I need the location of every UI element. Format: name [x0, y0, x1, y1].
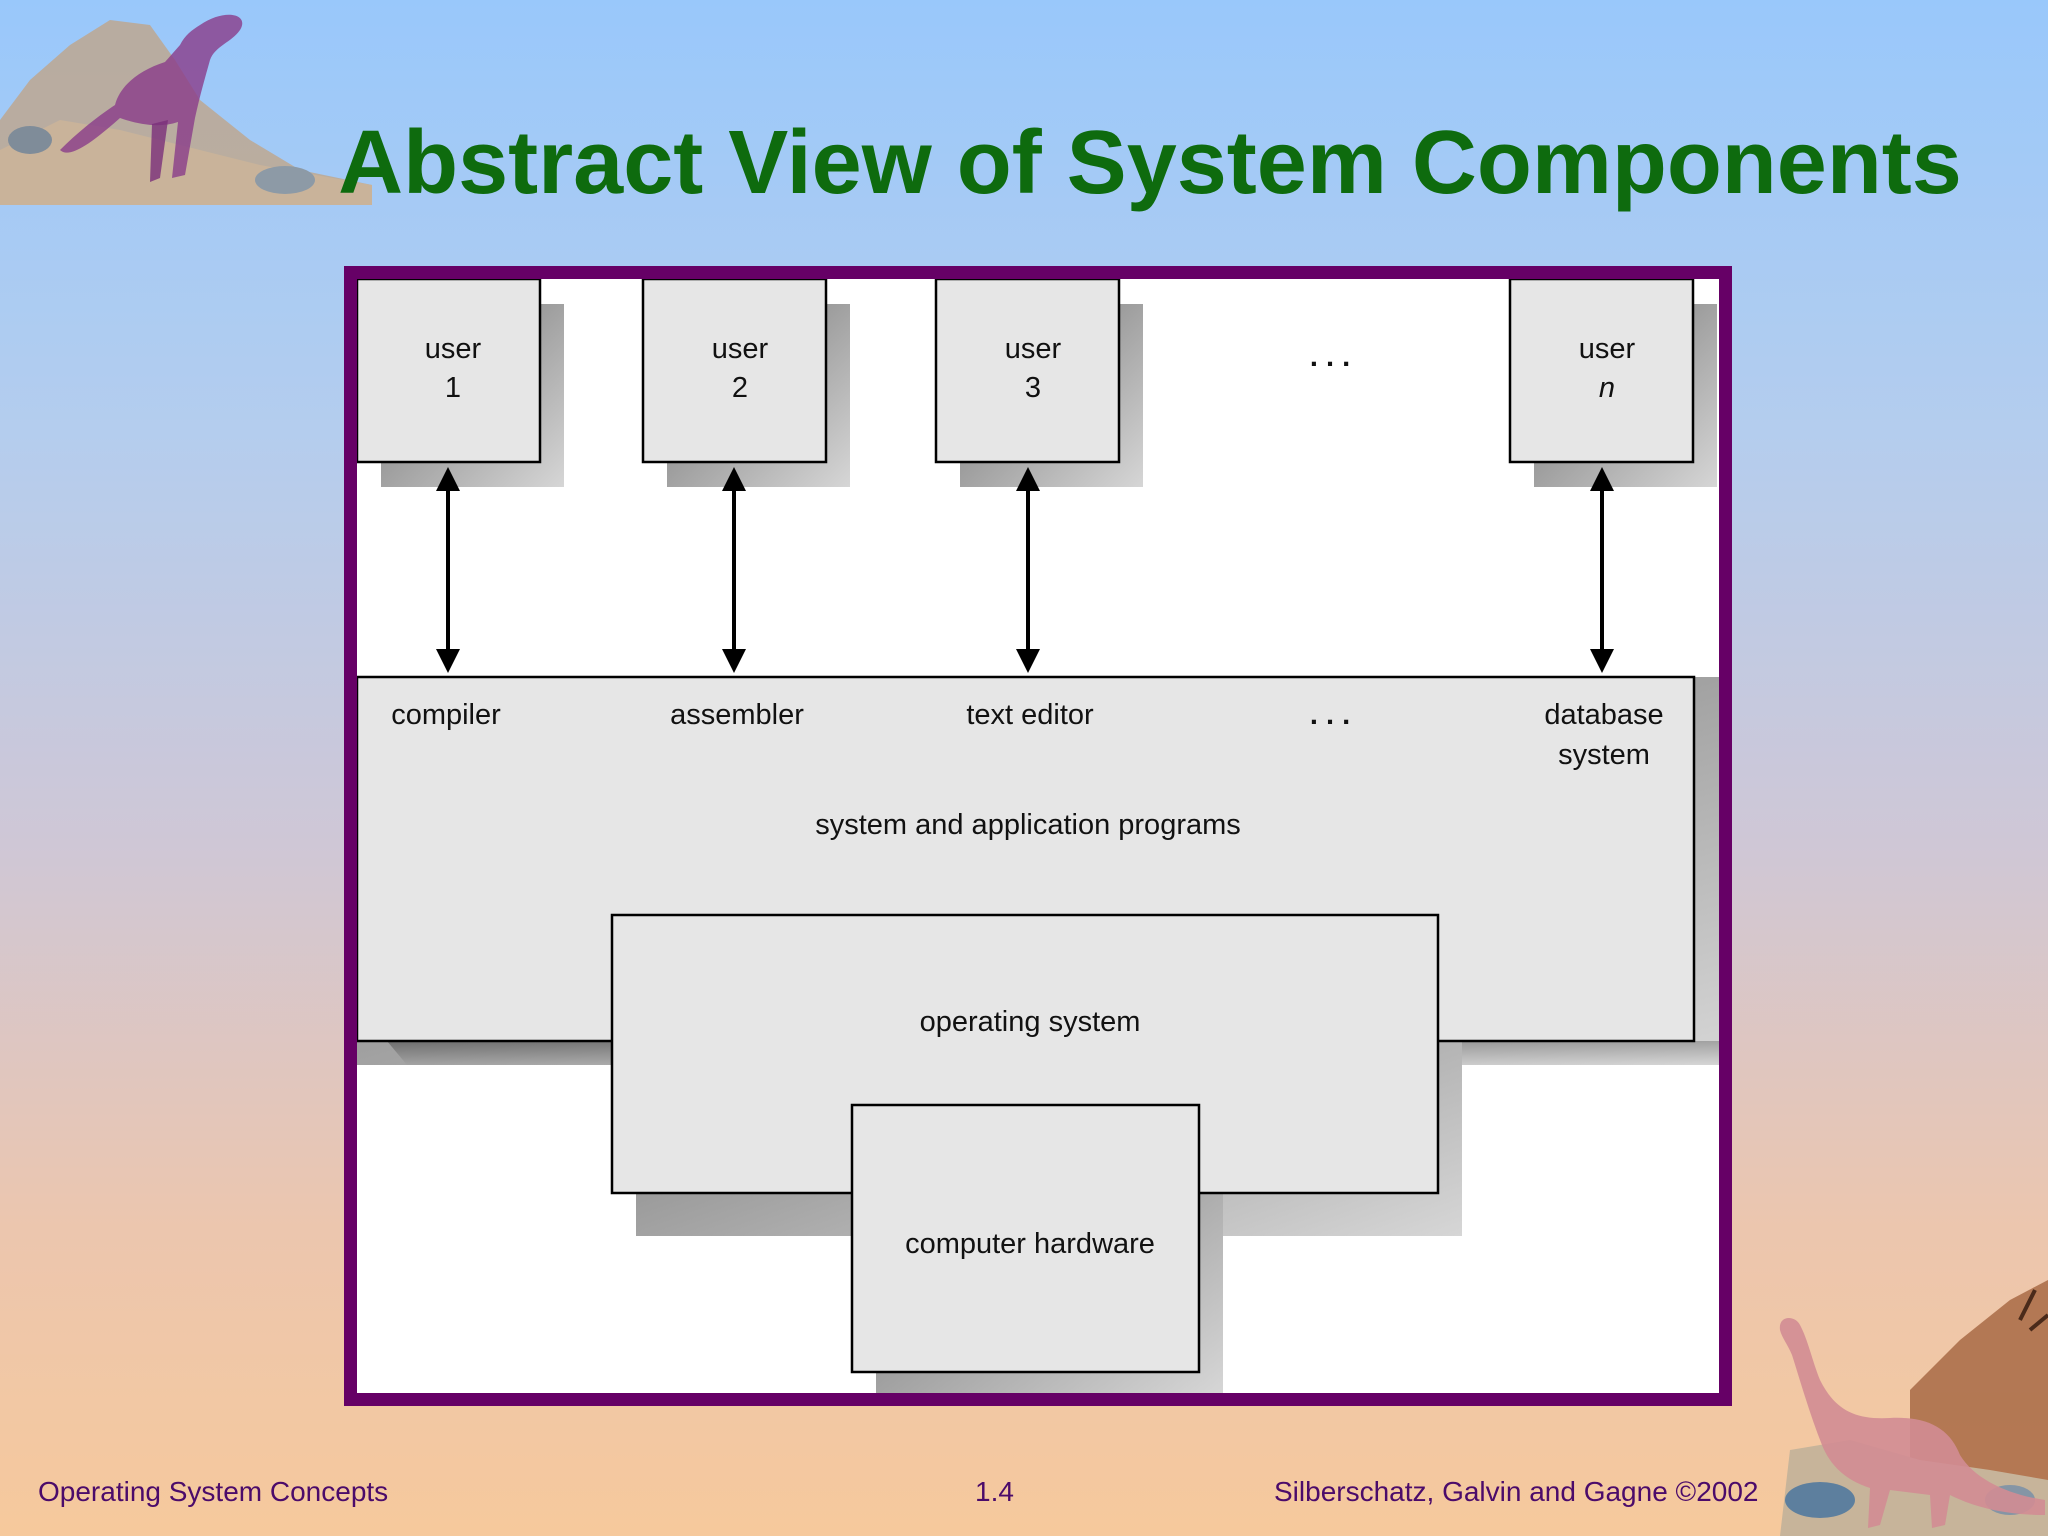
brontosaurus-illustration	[1779, 1280, 2048, 1536]
user-n-number: n	[1599, 372, 1615, 404]
user-arrows	[436, 467, 1614, 673]
footer-copyright: Silberschatz, Galvin and Gagne ©2002	[1274, 1476, 1759, 1507]
programs-layer-label: system and application programs	[815, 809, 1241, 841]
hardware-label: computer hardware	[905, 1228, 1155, 1260]
footer-course-title: Operating System Concepts	[38, 1476, 389, 1507]
user-box	[641, 279, 828, 464]
user-3-label: user	[1005, 333, 1062, 365]
system-components-diagram: user 1 user 2 user 3 user n . . . compil…	[357, 279, 1719, 1393]
hardware-layer	[850, 1103, 1201, 1374]
user-n-label: user	[1579, 333, 1636, 365]
user-box	[934, 279, 1121, 464]
trex-illustration	[0, 14, 372, 205]
user-1-number: 1	[445, 372, 461, 404]
user-3-number: 3	[1025, 372, 1041, 404]
programs-ellipsis: . . .	[1310, 699, 1350, 731]
user-box	[1508, 279, 1695, 464]
slide-title: Abstract View of System Components	[338, 113, 1962, 214]
footer-slide-number: 1.4	[975, 1476, 1014, 1507]
user-box	[357, 279, 542, 464]
user-2-label: user	[712, 333, 769, 365]
program-assembler: assembler	[670, 699, 804, 731]
user-1-label: user	[425, 333, 482, 365]
os-label: operating system	[920, 1006, 1141, 1038]
user-2-number: 2	[732, 372, 748, 404]
program-database-line2: system	[1558, 739, 1650, 771]
program-compiler: compiler	[391, 699, 501, 731]
program-database-line1: database	[1544, 699, 1663, 731]
program-text-editor: text editor	[966, 699, 1094, 731]
users-ellipsis: . . .	[1310, 341, 1350, 373]
